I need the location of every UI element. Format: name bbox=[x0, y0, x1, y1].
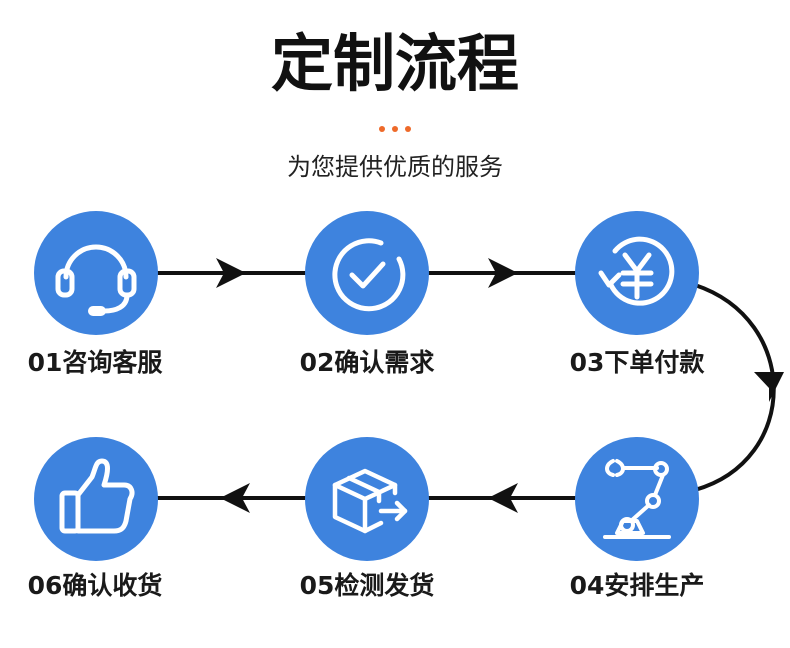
arrow-5-6 bbox=[220, 483, 250, 513]
step-6-circle bbox=[34, 437, 158, 561]
step-2-circle bbox=[305, 211, 429, 335]
step-5-circle bbox=[305, 437, 429, 561]
step-1-circle bbox=[34, 211, 158, 335]
yuan-payment-icon bbox=[598, 236, 675, 306]
step-4-circle bbox=[575, 437, 699, 561]
step-3-label: 03下单付款 bbox=[569, 348, 705, 377]
headset-icon bbox=[55, 244, 137, 316]
robot-arm-icon bbox=[603, 459, 671, 539]
arrow-1-2 bbox=[216, 258, 246, 288]
arrow-4-5 bbox=[488, 483, 518, 513]
step-5-label: 05检测发货 bbox=[299, 571, 435, 600]
step-3-circle bbox=[575, 211, 699, 335]
page-subtitle: 为您提供优质的服务 bbox=[287, 153, 503, 181]
step-4-label: 04安排生产 bbox=[569, 571, 705, 600]
check-circle-icon bbox=[332, 238, 406, 312]
package-shipping-icon bbox=[332, 468, 408, 534]
page-title: 定制流程 bbox=[270, 27, 519, 100]
step-6-label: 06确认收货 bbox=[27, 571, 163, 600]
connector-3-4 bbox=[694, 283, 776, 492]
decorative-dots bbox=[0, 126, 790, 132]
step-2-label: 02确认需求 bbox=[299, 348, 435, 377]
arrow-3-4 bbox=[754, 372, 784, 402]
arrow-2-3 bbox=[488, 258, 518, 288]
step-1-label: 01咨询客服 bbox=[27, 348, 163, 377]
thumbs-up-icon bbox=[59, 458, 135, 534]
